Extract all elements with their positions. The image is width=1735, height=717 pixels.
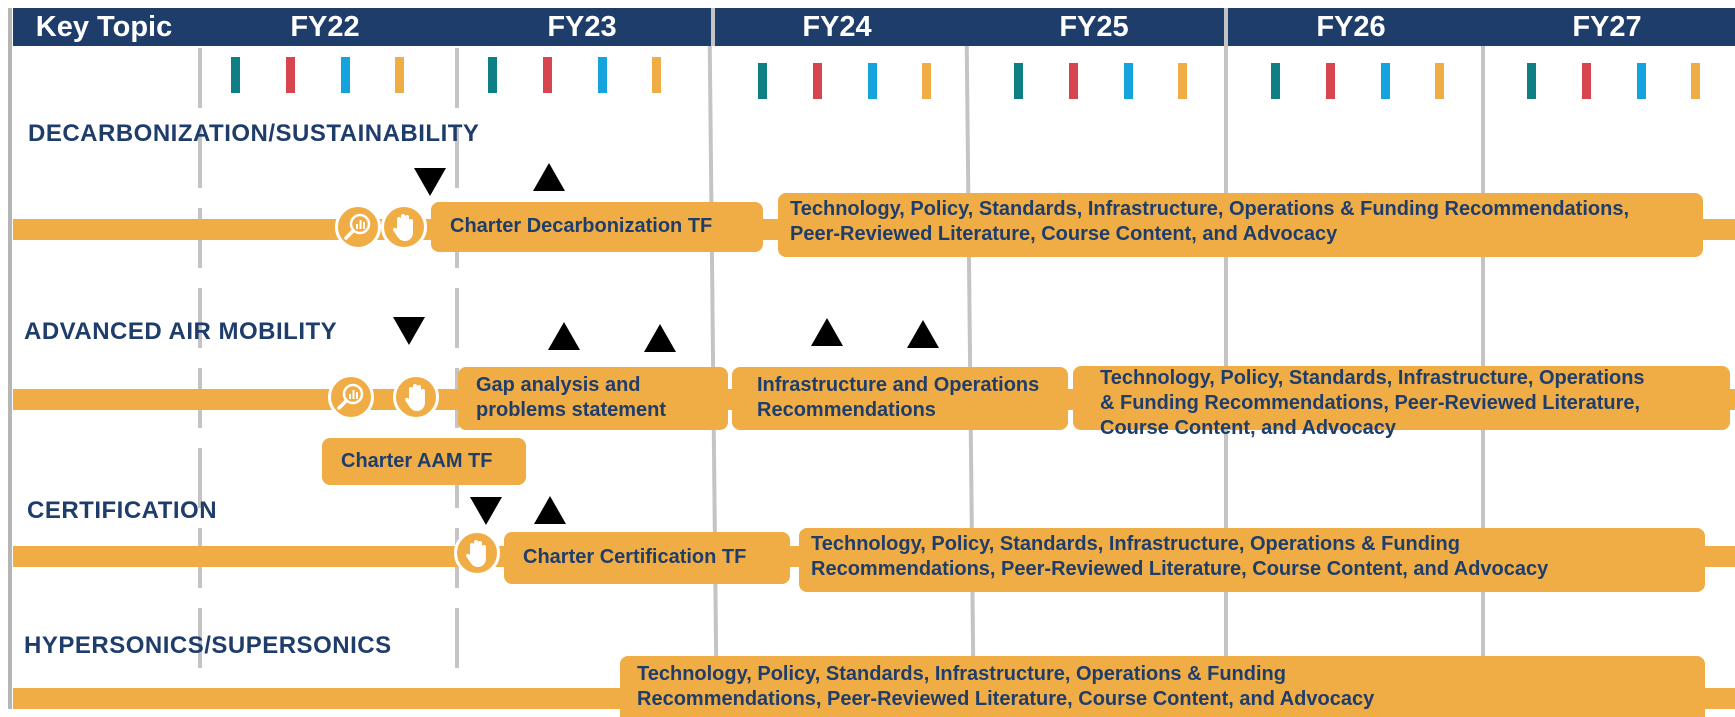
deliverable-line: Technology, Policy, Standards, Infrastru… [1100, 367, 1645, 389]
charter-label: Charter AAM TF [341, 450, 493, 472]
quarter-tick [1271, 63, 1280, 99]
quarter-tick [598, 57, 607, 93]
quarter-tick [1435, 63, 1444, 99]
quarter-tick [1124, 63, 1133, 99]
milestone-start-marker [393, 317, 425, 345]
box-line: Infrastructure and Operations [757, 374, 1040, 396]
deliverable-line: Recommendations, Peer-Reviewed Literatur… [637, 688, 1375, 710]
gridline-fy22 [198, 48, 202, 688]
analysis-icon [335, 204, 381, 250]
quarter-tick [1637, 63, 1646, 99]
milestone-marker [811, 318, 843, 346]
milestone-end-marker [533, 163, 565, 191]
gridline-fy26 [1224, 46, 1228, 666]
quarter-tick [1069, 63, 1078, 99]
milestone-start-marker [470, 497, 502, 525]
decarbonization-charter-box: Charter Decarbonization TF [431, 202, 763, 252]
quarter-tick [758, 63, 767, 99]
quarter-tick [488, 57, 497, 93]
aam-charter-box: Charter AAM TF [322, 438, 526, 485]
header-year-fy24: FY24 [802, 11, 872, 43]
quarter-tick [813, 63, 822, 99]
quarter-tick [1014, 63, 1023, 99]
quarter-tick [231, 57, 240, 93]
hypersonics-deliverables-box: Technology, Policy, Standards, Infrastru… [620, 656, 1705, 717]
section-title-decarbonization: DECARBONIZATION/SUSTAINABILITY [28, 120, 480, 147]
deliverable-line: Technology, Policy, Standards, Infrastru… [811, 533, 1460, 555]
gridline-fy23 [455, 48, 459, 688]
header-year-fy23: FY23 [547, 11, 617, 43]
quarter-tick [652, 57, 661, 93]
analysis-icon [328, 374, 374, 420]
box-line: problems statement [476, 399, 667, 421]
quarter-tick [868, 63, 877, 99]
milestone-marker [644, 324, 676, 352]
deliverable-line: Recommendations, Peer-Reviewed Literatur… [811, 558, 1549, 580]
header-year-fy25: FY25 [1059, 11, 1129, 43]
aam-gap-analysis-box: Gap analysis and problems statement [458, 367, 728, 430]
quarter-tick [543, 57, 552, 93]
box-line: Recommendations [757, 399, 936, 421]
deliverable-line: Technology, Policy, Standards, Infrastru… [637, 663, 1286, 685]
certification-charter-box: Charter Certification TF [504, 532, 790, 584]
header-year-fy26: FY26 [1316, 11, 1386, 43]
charter-label: Charter Certification TF [523, 546, 747, 568]
quarter-tick [1178, 63, 1187, 99]
deliverable-line: & Funding Recommendations, Peer-Reviewed… [1100, 392, 1641, 414]
quarter-tick [1691, 63, 1700, 99]
quarter-tick [1582, 63, 1591, 99]
hand-raise-icon [454, 530, 500, 576]
milestone-marker [907, 320, 939, 348]
quarter-tick [1326, 63, 1335, 99]
milestone-marker [548, 322, 580, 350]
section-title-hypersonics: HYPERSONICS/SUPERSONICS [24, 632, 392, 659]
box-line: Gap analysis and [476, 374, 641, 396]
quarter-tick [922, 63, 931, 99]
section-title-aam: ADVANCED AIR MOBILITY [24, 318, 338, 345]
quarter-tick [286, 57, 295, 93]
milestone-start-marker [414, 168, 446, 196]
header-divider [711, 8, 715, 46]
certification-deliverables-box: Technology, Policy, Standards, Infrastru… [799, 528, 1705, 592]
aam-deliverables-box: Technology, Policy, Standards, Infrastru… [1073, 366, 1730, 439]
milestone-end-marker [534, 496, 566, 524]
header-year-fy22: FY22 [290, 11, 360, 43]
timeline-header [13, 8, 1735, 46]
deliverable-line: Course Content, and Advocacy [1100, 417, 1396, 439]
quarter-tick [395, 57, 404, 93]
deliverable-line: Peer-Reviewed Literature, Course Content… [790, 223, 1338, 245]
header-year-fy27: FY27 [1572, 11, 1642, 43]
hand-raise-icon [381, 204, 427, 250]
decarbonization-deliverables-box: Technology, Policy, Standards, Infrastru… [778, 193, 1703, 257]
left-border [8, 8, 12, 709]
hand-raise-icon [393, 374, 439, 420]
gridline-fy27 [1481, 46, 1485, 666]
aam-infrastructure-box: Infrastructure and Operations Recommenda… [732, 367, 1068, 430]
section-title-certification: CERTIFICATION [27, 497, 218, 524]
quarter-tick [341, 57, 350, 93]
deliverable-line: Technology, Policy, Standards, Infrastru… [790, 198, 1630, 220]
quarter-tick [1381, 63, 1390, 99]
header-divider [1224, 8, 1228, 46]
header-key-topic: Key Topic [35, 11, 173, 43]
quarter-tick [1527, 63, 1536, 99]
charter-label: Charter Decarbonization TF [450, 215, 713, 237]
